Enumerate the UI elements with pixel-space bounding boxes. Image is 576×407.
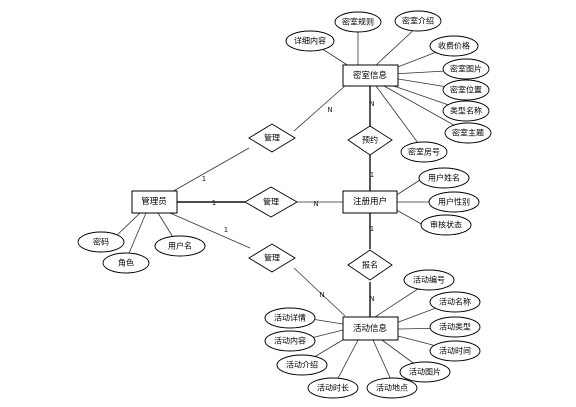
relationship-signup: 报名 bbox=[347, 249, 393, 281]
entity-activity-info: 活动信息 bbox=[342, 316, 399, 341]
cardinality-labels: 1 N 1 N 1 N N 1 1 N bbox=[202, 100, 375, 303]
attribute-room-location: 密室位置 bbox=[442, 79, 490, 101]
attribute-activity-image: 活动图片 bbox=[399, 361, 451, 383]
svg-text:活动编号: 活动编号 bbox=[413, 275, 445, 285]
svg-text:审核状态: 审核状态 bbox=[430, 220, 462, 230]
attribute-room-image: 密室图片 bbox=[442, 58, 490, 80]
svg-text:活动时长: 活动时长 bbox=[317, 383, 349, 393]
cardinality-admin-room-n: N bbox=[327, 106, 332, 114]
cardinality-admin-activity-n: N bbox=[319, 291, 324, 299]
svg-text:详细内容: 详细内容 bbox=[294, 36, 326, 46]
relationship-manage-activity-label: 管理 bbox=[264, 253, 280, 263]
svg-text:用户名: 用户名 bbox=[168, 241, 192, 251]
attribute-price: 收费价格 bbox=[429, 35, 479, 57]
svg-text:类型名称: 类型名称 bbox=[450, 106, 482, 116]
entity-room-info: 密室信息 bbox=[342, 64, 399, 87]
attribute-activity-name: 活动名称 bbox=[429, 291, 481, 313]
attribute-type-name: 类型名称 bbox=[442, 100, 490, 122]
attribute-activity-time: 活动时间 bbox=[429, 340, 481, 362]
svg-text:收费价格: 收费价格 bbox=[438, 41, 470, 51]
svg-text:密室主题: 密室主题 bbox=[452, 128, 484, 138]
svg-text:活动图片: 活动图片 bbox=[409, 367, 441, 377]
attribute-user-gender: 用户性别 bbox=[428, 191, 480, 213]
relationship-reserve: 预约 bbox=[347, 125, 393, 156]
svg-text:角色: 角色 bbox=[118, 258, 134, 268]
entity-admin: 管理员 bbox=[131, 190, 178, 214]
svg-text:密室房号: 密室房号 bbox=[408, 147, 440, 157]
attribute-details: 详细内容 bbox=[285, 30, 335, 52]
cardinality-room-reserve: N bbox=[369, 100, 374, 108]
relationship-manage-user-label: 管理 bbox=[263, 197, 279, 207]
svg-text:用户性别: 用户性别 bbox=[438, 197, 470, 207]
attribute-username: 用户名 bbox=[154, 235, 206, 257]
attribute-activity-content: 活动内容 bbox=[264, 330, 316, 352]
relationship-manage-room: 管理 bbox=[248, 123, 296, 153]
attribute-room-theme: 密室主题 bbox=[444, 122, 492, 144]
svg-text:密室介绍: 密室介绍 bbox=[402, 16, 434, 26]
cardinality-admin-activity-1: 1 bbox=[224, 226, 228, 234]
relationship-manage-activity: 管理 bbox=[248, 243, 296, 273]
relationship-reserve-label: 预约 bbox=[362, 135, 378, 145]
svg-text:密室图片: 密室图片 bbox=[450, 64, 482, 74]
attribute-review-status: 审核状态 bbox=[420, 214, 472, 236]
svg-text:活动名称: 活动名称 bbox=[439, 297, 471, 307]
cardinality-admin-user-1: 1 bbox=[212, 199, 216, 207]
entity-registered-user: 注册用户 bbox=[342, 190, 398, 214]
attribute-activity-place: 活动地点 bbox=[366, 377, 418, 399]
cardinality-admin-user-n: N bbox=[313, 200, 318, 208]
attribute-role: 角色 bbox=[102, 252, 150, 274]
svg-text:活动类型: 活动类型 bbox=[439, 322, 471, 332]
attribute-room-intro: 密室介绍 bbox=[394, 10, 442, 32]
entity-activity-info-label: 活动信息 bbox=[353, 323, 388, 334]
svg-text:用户姓名: 用户姓名 bbox=[428, 173, 460, 183]
cardinality-user-reserve: 1 bbox=[370, 171, 374, 179]
svg-text:密室规则: 密室规则 bbox=[342, 17, 374, 27]
attribute-activity-detail: 活动详情 bbox=[264, 307, 316, 329]
relationship-manage-room-label: 管理 bbox=[264, 133, 280, 143]
cardinality-activity-signup: N bbox=[369, 295, 374, 303]
cardinality-user-signup: 1 bbox=[370, 225, 374, 233]
attribute-password: 密码 bbox=[77, 231, 125, 253]
svg-text:活动内容: 活动内容 bbox=[274, 336, 306, 346]
attribute-user-name: 用户姓名 bbox=[418, 167, 470, 189]
svg-text:活动详情: 活动详情 bbox=[274, 313, 306, 323]
attribute-activity-type: 活动类型 bbox=[429, 316, 481, 338]
relationship-manage-user: 管理 bbox=[244, 186, 298, 218]
relationship-signup-label: 报名 bbox=[362, 260, 378, 270]
attribute-activity-intro: 活动介绍 bbox=[276, 354, 328, 376]
svg-text:密码: 密码 bbox=[93, 237, 109, 247]
cardinality-admin-room-1: 1 bbox=[202, 175, 206, 183]
svg-text:活动时间: 活动时间 bbox=[439, 346, 471, 356]
svg-text:密室位置: 密室位置 bbox=[450, 85, 482, 95]
entity-admin-label: 管理员 bbox=[141, 196, 167, 207]
entity-room-info-label: 密室信息 bbox=[353, 70, 388, 81]
attribute-activity-no: 活动编号 bbox=[403, 269, 455, 291]
attribute-room-rules: 密室规则 bbox=[334, 11, 382, 33]
svg-text:活动介绍: 活动介绍 bbox=[286, 360, 318, 370]
entity-registered-user-label: 注册用户 bbox=[353, 196, 387, 207]
svg-text:活动地点: 活动地点 bbox=[376, 383, 408, 393]
attribute-room-number: 密室房号 bbox=[400, 141, 448, 163]
attribute-activity-duration: 活动时长 bbox=[307, 377, 359, 399]
